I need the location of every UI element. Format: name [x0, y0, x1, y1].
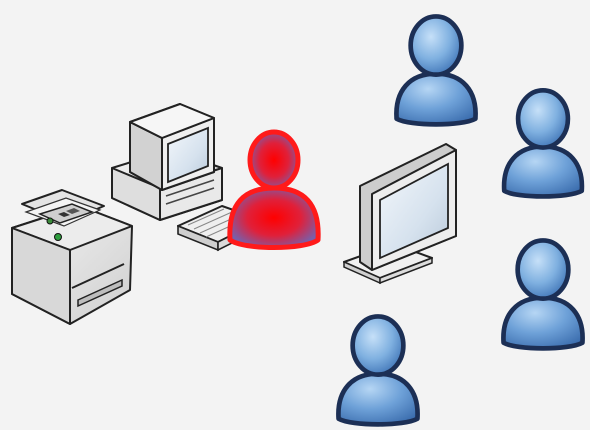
- user-top-icon: [396, 16, 475, 124]
- user-highlighted-icon: [227, 129, 321, 250]
- desktop-computer-icon: [111, 103, 223, 221]
- user-right-lower-icon: [503, 240, 582, 348]
- user-right-upper-icon: [504, 90, 582, 196]
- user-bottom-icon: [338, 316, 417, 424]
- monitor-icon: [343, 143, 457, 285]
- printer-icon: [11, 189, 133, 325]
